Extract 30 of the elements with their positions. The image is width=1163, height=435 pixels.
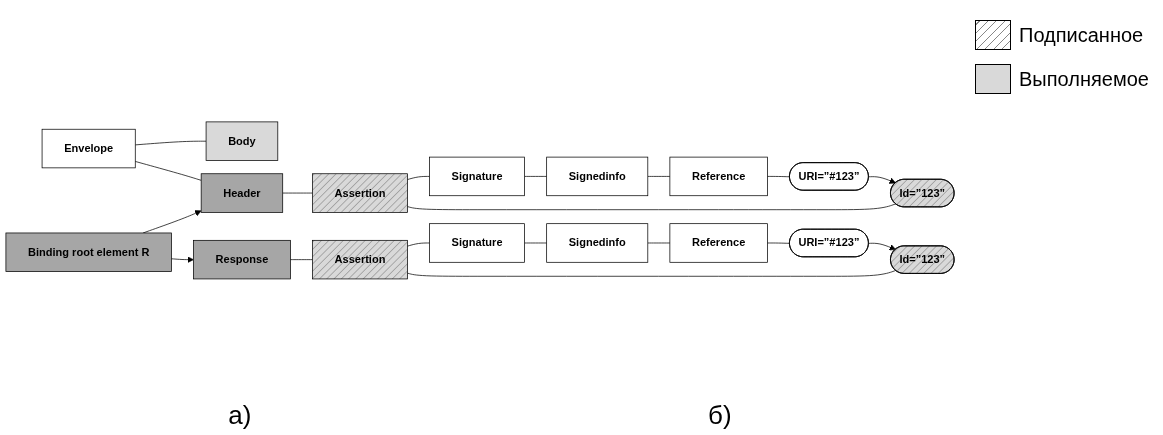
- node-box: Signature: [429, 222, 525, 263]
- node-box: Response: [193, 239, 291, 279]
- connector: [134, 160, 202, 181]
- node-box: Envelope: [41, 128, 136, 168]
- node-box: Assertion: [312, 239, 408, 279]
- node-box: Signature: [429, 156, 525, 196]
- legend-label: Выполняемое: [1019, 67, 1149, 91]
- connector: [290, 258, 313, 260]
- connector: [282, 192, 313, 193]
- node-box: Reference: [669, 222, 768, 263]
- connector: [407, 242, 430, 247]
- connector: [524, 242, 548, 243]
- panel-label: б): [708, 400, 732, 431]
- connector: [647, 175, 671, 177]
- connector: [767, 242, 791, 244]
- connector: [407, 203, 897, 210]
- node-box: Assertion: [312, 172, 408, 213]
- legend-label: Подписанное: [1019, 23, 1144, 47]
- connector: [407, 175, 430, 180]
- node-box: Signedinfo: [546, 222, 649, 263]
- node-box: Header: [200, 172, 284, 213]
- node-box: Body: [205, 121, 279, 161]
- connector: [134, 140, 207, 145]
- connector: [524, 175, 548, 177]
- node-box: Reference: [669, 156, 768, 196]
- node-box: Binding root element R: [5, 232, 172, 272]
- panel-label: а): [228, 400, 252, 431]
- node-box: Signedinfo: [546, 156, 649, 196]
- connector: [407, 269, 897, 277]
- connector: [767, 175, 791, 177]
